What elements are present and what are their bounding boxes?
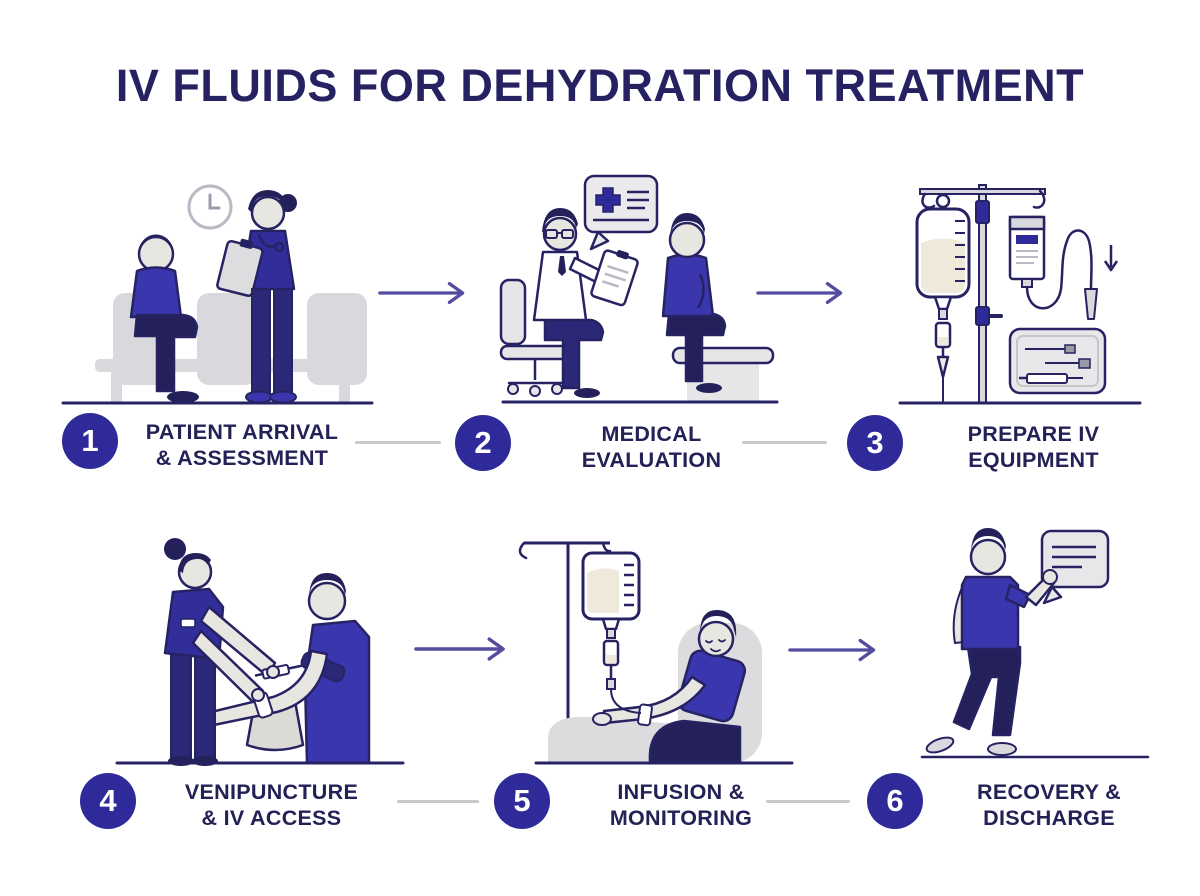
patient-figure (925, 528, 1058, 756)
iv-stand-icon (518, 541, 612, 751)
consultation-illustration (499, 174, 779, 404)
illustration-prepare-iv (895, 157, 1145, 407)
doctor-figure (532, 208, 639, 398)
step-number: 3 (866, 425, 884, 460)
waiting-room-illustration (61, 184, 374, 405)
illustration-medical-evaluation (445, 152, 785, 407)
step-4-caption: 4 VENIPUNCTURE & IV ACCESS (80, 773, 389, 831)
step-label: MEDICAL EVALUATION (581, 422, 722, 472)
clipboard-icon (590, 249, 639, 307)
flow-arrow-step2-step3 (756, 281, 850, 305)
step-number: 6 (886, 783, 904, 818)
caption-connector-2 (742, 441, 827, 444)
step-number: 5 (513, 783, 531, 818)
page-title: IV FLUIDS FOR DEHYDRATION TREATMENT (115, 60, 1085, 111)
clock-icon (187, 184, 233, 230)
illustration-discharge (900, 513, 1170, 763)
iv-bag-icon (581, 551, 641, 690)
step-5-caption: 5 INFUSION & MONITORING (494, 773, 786, 831)
step-number: 4 (99, 783, 117, 818)
syringe-tray-icon (1008, 327, 1107, 395)
step-1-caption: 1 PATIENT ARRIVAL & ASSESSMENT (62, 413, 356, 471)
discharge-illustration (920, 528, 1150, 759)
step-number-badge: 2 (455, 415, 511, 471)
flow-arrow-step4-step5 (414, 637, 513, 661)
step-number: 1 (81, 423, 99, 458)
step-label: INFUSION & MONITORING (609, 780, 753, 830)
iv-site-tape (637, 703, 653, 727)
patient-figure (661, 213, 727, 393)
speech-bubble-icon (1040, 529, 1110, 605)
iv-tube (610, 688, 642, 714)
step-number-badge: 6 (867, 773, 923, 829)
flow-arrow-step5-step6 (788, 638, 883, 662)
step-3-caption: 3 PREPARE IV EQUIPMENT (847, 415, 1136, 473)
iv-pole-icon (919, 184, 1046, 404)
speech-bubble-icon (583, 174, 659, 251)
infusion-illustration (518, 541, 794, 765)
step-6-caption: 6 RECOVERY & DISCHARGE (867, 773, 1149, 831)
illustration-infusion (500, 515, 810, 765)
step-label: PREPARE IV EQUIPMENT (967, 422, 1100, 472)
nurse-figure (163, 538, 303, 766)
step-number-badge: 5 (494, 773, 550, 829)
step-label: VENIPUNCTURE & IV ACCESS (184, 780, 359, 830)
patient-figure (205, 573, 371, 765)
illustration-patient-arrival (55, 155, 380, 408)
step-label: RECOVERY & DISCHARGE (977, 780, 1121, 830)
infusion-pump-icon (1008, 215, 1098, 320)
step-2-caption: 2 MEDICAL EVALUATION (455, 415, 764, 473)
iv-equipment-illustration (898, 184, 1142, 405)
nurse-figure (216, 190, 297, 404)
medical-cross-icon (595, 187, 621, 213)
illustration-venipuncture (105, 515, 415, 770)
clipboard-icon (216, 238, 264, 298)
step-number-badge: 3 (847, 415, 903, 471)
step-number: 2 (474, 425, 492, 460)
venipuncture-illustration (115, 538, 405, 766)
caption-connector-4 (766, 800, 850, 803)
flow-arrow-step1-step2 (378, 281, 472, 305)
patient-figure (129, 234, 199, 403)
down-arrow-icon (1103, 245, 1119, 272)
office-chair (499, 278, 571, 397)
step-number-badge: 4 (80, 773, 136, 829)
step-label: PATIENT ARRIVAL & ASSESSMENT (145, 420, 339, 470)
caption-connector-3 (397, 800, 479, 803)
caption-connector-1 (355, 441, 441, 444)
step-number-badge: 1 (62, 413, 118, 469)
iv-bag-icon (915, 193, 971, 402)
